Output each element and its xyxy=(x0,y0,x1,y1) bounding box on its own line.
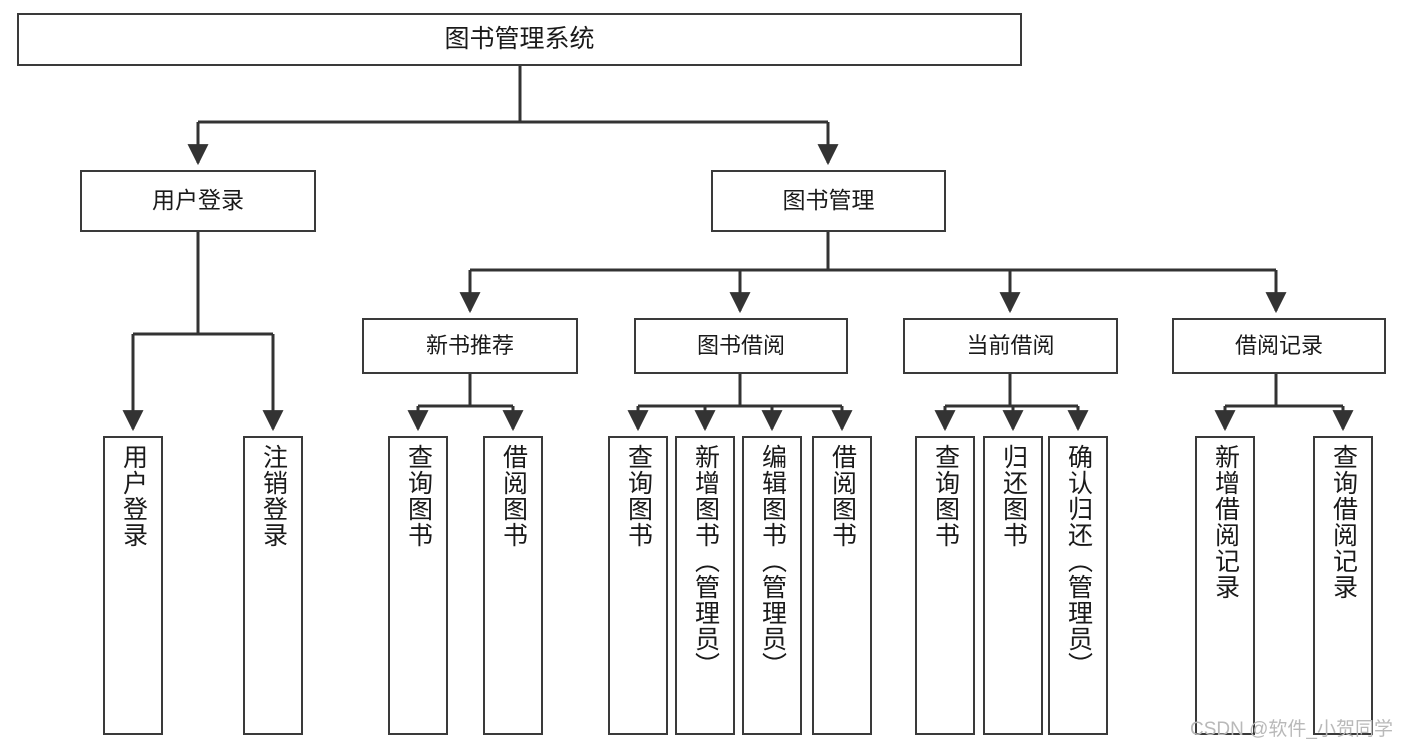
node-label: 借阅图书 xyxy=(499,444,528,548)
node-leaf-query-borrow-record[interactable]: 查询借阅记录 xyxy=(1313,436,1373,735)
node-label: 确认归还（管理员） xyxy=(1064,444,1093,678)
csdn-watermark: CSDN @软件_小贺同学 xyxy=(1190,719,1393,740)
node-leaf-borrow-books-new[interactable]: 借阅图书 xyxy=(483,436,543,735)
node-leaf-logout[interactable]: 注销登录 xyxy=(243,436,303,735)
node-label: 注销登录 xyxy=(259,444,288,548)
node-leaf-return-books[interactable]: 归还图书 xyxy=(983,436,1043,735)
node-book-borrowing[interactable]: 图书借阅 xyxy=(634,318,848,374)
node-leaf-confirm-return-admin[interactable]: 确认归还（管理员） xyxy=(1048,436,1108,735)
node-label: 查询图书 xyxy=(404,444,433,548)
node-user-login[interactable]: 用户登录 xyxy=(80,170,316,232)
node-label: 新增借阅记录 xyxy=(1211,444,1240,600)
node-leaf-user-login[interactable]: 用户登录 xyxy=(103,436,163,735)
node-label: 用户登录 xyxy=(119,444,148,548)
node-label: 新书推荐 xyxy=(425,333,514,359)
node-label: 借阅记录 xyxy=(1234,333,1323,359)
node-label: 借阅图书 xyxy=(828,444,857,548)
node-leaf-add-book-admin[interactable]: 新增图书（管理员） xyxy=(675,436,735,735)
node-book-management[interactable]: 图书管理 xyxy=(711,170,946,232)
node-label: 编辑图书（管理员） xyxy=(758,444,787,678)
node-leaf-add-borrow-record[interactable]: 新增借阅记录 xyxy=(1195,436,1255,735)
node-leaf-query-books-new[interactable]: 查询图书 xyxy=(388,436,448,735)
node-label: 用户登录 xyxy=(152,187,244,214)
node-label: 归还图书 xyxy=(999,444,1028,548)
node-label: 图书管理 xyxy=(782,187,875,214)
node-label: 查询图书 xyxy=(624,444,653,548)
node-borrowing-records[interactable]: 借阅记录 xyxy=(1172,318,1386,374)
node-label: 查询借阅记录 xyxy=(1329,444,1358,600)
node-label: 图书借阅 xyxy=(696,333,785,359)
node-current-borrowing[interactable]: 当前借阅 xyxy=(903,318,1118,374)
node-label: 当前借阅 xyxy=(966,333,1055,359)
node-leaf-query-books-current[interactable]: 查询图书 xyxy=(915,436,975,735)
node-leaf-borrow-books[interactable]: 借阅图书 xyxy=(812,436,872,735)
node-label: 新增图书（管理员） xyxy=(691,444,720,678)
node-leaf-query-books-borrow[interactable]: 查询图书 xyxy=(608,436,668,735)
node-label: 图书管理系统 xyxy=(444,24,595,53)
node-new-book-recommendation[interactable]: 新书推荐 xyxy=(362,318,578,374)
node-leaf-edit-book-admin[interactable]: 编辑图书（管理员） xyxy=(742,436,802,735)
node-root-book-management-system[interactable]: 图书管理系统 xyxy=(17,13,1022,66)
node-label: 查询图书 xyxy=(931,444,960,548)
